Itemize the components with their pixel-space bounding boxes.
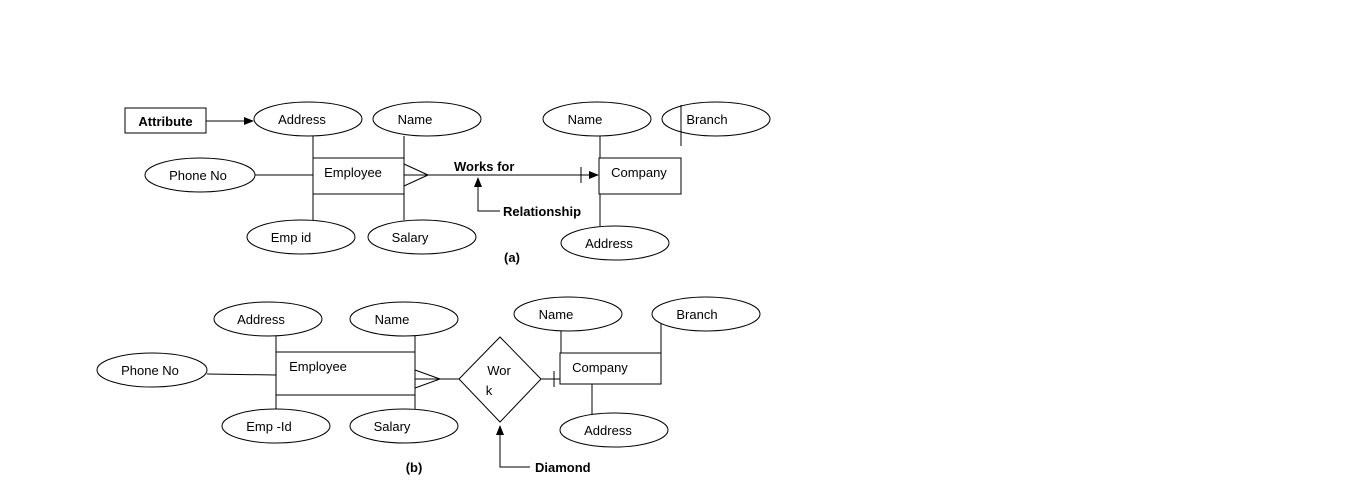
b-company-address-ellipse [559,412,669,448]
b-name-ellipse [349,301,459,337]
b-employee-entity [275,351,416,396]
b-diamond-text-line2: k [486,383,493,398]
a-crowfoot-lower [403,174,429,187]
b-crowfoot-upper [414,369,441,380]
b-branch-label: Branch [676,307,717,322]
a-name-label: Name [398,112,433,127]
a-company-address-label: Address [585,236,633,251]
b-name-label: Name [375,312,410,327]
b-empid-label: Emp -Id [246,419,292,434]
a-address-label: Address [278,112,326,127]
b-branch-ellipse [651,296,761,332]
a-company-name-ellipse [542,101,652,137]
a-crowfoot-upper [403,163,429,176]
a-company-entity [598,157,682,195]
a-empid-ellipse [246,219,356,255]
b-phone-ellipse [96,352,208,388]
b-diamond-label: Diamond [535,460,591,475]
a-caption: (a) [504,250,520,265]
a-company-label: Company [611,165,667,180]
b-caption: (b) [406,460,423,475]
b-company-name-ellipse [513,296,623,332]
b-phone-connector [206,373,277,376]
b-salary-label: Salary [374,419,411,434]
b-work-diamond [458,336,542,423]
a-phone-ellipse [144,157,256,193]
a-salary-ellipse [367,219,477,255]
b-empid-ellipse [221,408,331,444]
a-company-name-label: Name [568,112,603,127]
a-name-ellipse [372,101,482,137]
a-relationship-label: Relationship [503,204,581,219]
a-branch-label: Branch [686,112,727,127]
a-company-address-ellipse [560,225,670,261]
a-employee-entity [312,157,405,195]
diagram-b: Address Name Phone No Emp -Id Salary Emp… [96,296,761,475]
b-company-label: Company [572,360,628,375]
b-address-label: Address [237,312,285,327]
a-works-for-label: Works for [454,159,514,174]
b-company-entity [559,352,662,385]
b-phone-label: Phone No [121,363,179,378]
b-company-address-label: Address [584,423,632,438]
a-attribute-box [124,107,207,134]
b-diamond-arrow [496,425,530,468]
b-address-ellipse [213,301,323,337]
a-branch-ellipse [661,101,771,137]
a-employee-label: Employee [324,165,382,180]
a-relationship-arrow [474,177,500,212]
b-crowfoot-lower [414,378,441,389]
diagram-a: Attribute Address Name Phone No Emp id S… [124,101,771,265]
b-diamond-text-line1: Wor [487,363,511,378]
b-salary-ellipse [349,408,459,444]
a-salary-label: Salary [392,230,429,245]
a-empid-label: Emp id [271,230,311,245]
b-company-name-label: Name [539,307,574,322]
a-address-ellipse [253,101,363,137]
b-employee-label: Employee [289,359,347,374]
a-attribute-label: Attribute [138,114,192,129]
a-phone-label: Phone No [169,168,227,183]
